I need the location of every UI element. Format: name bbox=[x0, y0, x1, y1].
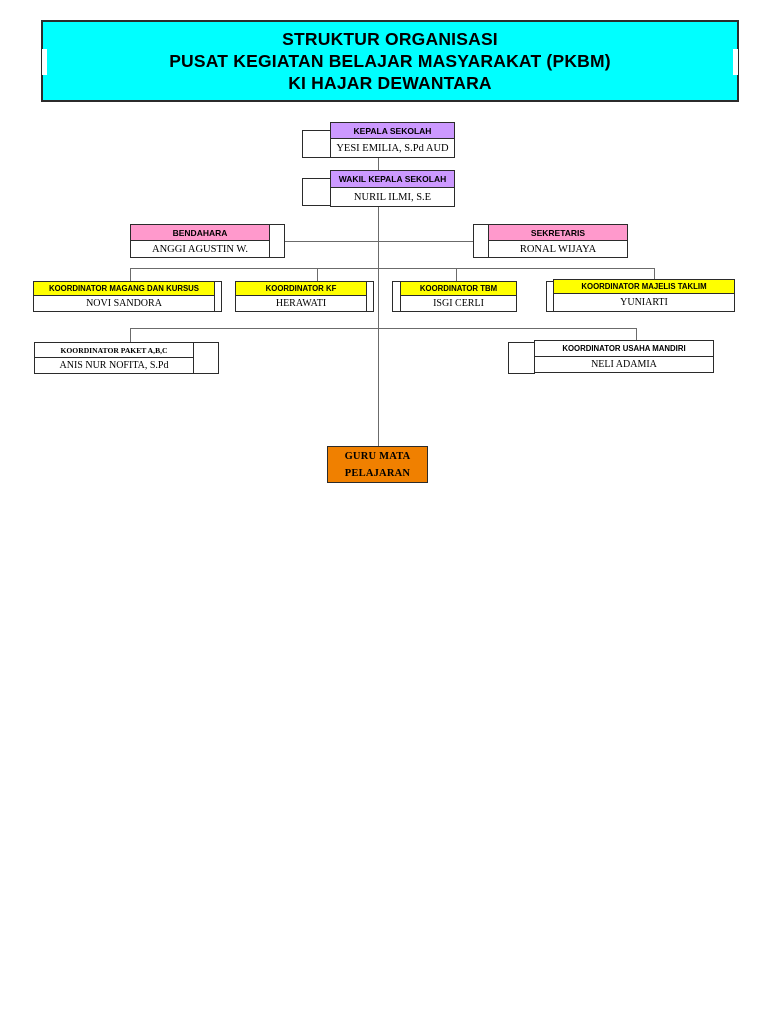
connector-coordinator-bus-2 bbox=[130, 328, 636, 329]
title-line-1: STRUKTUR ORGANISASI bbox=[282, 29, 498, 49]
stub-usaha-left bbox=[508, 342, 535, 374]
connector-drop-usaha bbox=[636, 328, 637, 342]
stub-paket-right bbox=[192, 342, 219, 374]
connector-drop-magang bbox=[130, 268, 131, 285]
banner-left-notch bbox=[42, 49, 47, 75]
node-bendahara-name: ANGGI AGUSTIN W. bbox=[152, 243, 248, 255]
node-koordinator-usaha-mandiri-title: KOORDINATOR USAHA MANDIRI bbox=[535, 341, 713, 357]
title-line-2: PUSAT KEGIATAN BELAJAR MASYARAKAT (PKBM) bbox=[169, 51, 611, 71]
node-koordinator-paket-abc-name: ANIS NUR NOFITA, S.Pd bbox=[59, 360, 169, 371]
node-koordinator-tbm[interactable]: KOORDINATOR TBM ISGI CERLI bbox=[400, 281, 517, 312]
node-koordinator-majelis-taklim[interactable]: KOORDINATOR MAJELIS TAKLIM YUNIARTI bbox=[553, 279, 735, 312]
node-wakil-kepala-sekolah[interactable]: WAKIL KEPALA SEKOLAH NURIL ILMI, S.E bbox=[330, 170, 455, 207]
connector-drop-majelis bbox=[654, 268, 655, 285]
node-koordinator-tbm-name: ISGI CERLI bbox=[433, 298, 484, 309]
banner-right-notch bbox=[733, 49, 738, 75]
connector-kepala-to-wakil bbox=[378, 158, 379, 176]
title-line-3: KI HAJAR DEWANTARA bbox=[288, 73, 492, 93]
node-bendahara[interactable]: BENDAHARA ANGGI AGUSTIN W. bbox=[130, 224, 270, 258]
stub-kepala-left bbox=[302, 130, 332, 158]
node-koordinator-magang[interactable]: KOORDINATOR MAGANG DAN KURSUS NOVI SANDO… bbox=[33, 281, 215, 312]
connector-spine-lower bbox=[378, 269, 379, 329]
node-koordinator-kf[interactable]: KOORDINATOR KF HERAWATI bbox=[235, 281, 367, 312]
node-koordinator-paket-abc-title: KOORDINATOR PAKET A,B,C bbox=[35, 343, 193, 358]
node-kepala-sekolah[interactable]: KEPALA SEKOLAH YESI EMILIA, S.Pd AUD bbox=[330, 122, 455, 158]
connector-drop-kf bbox=[317, 268, 318, 285]
connector-spine-to-guru bbox=[378, 329, 379, 447]
node-sekretaris[interactable]: SEKRETARIS RONAL WIJAYA bbox=[488, 224, 628, 258]
connector-coordinator-bus bbox=[130, 268, 654, 269]
node-guru-mata-pelajaran-line-2: PELAJARAN bbox=[344, 467, 411, 479]
node-sekretaris-title: SEKRETARIS bbox=[489, 225, 627, 241]
node-wakil-kepala-sekolah-name: NURIL ILMI, S.E bbox=[353, 191, 432, 203]
node-koordinator-paket-abc[interactable]: KOORDINATOR PAKET A,B,C ANIS NUR NOFITA,… bbox=[34, 342, 194, 374]
chart-title-banner: STRUKTUR ORGANISASI PUSAT KEGIATAN BELAJ… bbox=[41, 20, 739, 102]
node-koordinator-magang-name: NOVI SANDORA bbox=[86, 298, 162, 309]
node-koordinator-kf-title: KOORDINATOR KF bbox=[236, 282, 366, 296]
connector-officers-horizontal bbox=[284, 241, 474, 242]
node-kepala-sekolah-name: YESI EMILIA, S.Pd AUD bbox=[336, 142, 449, 154]
node-guru-mata-pelajaran[interactable]: GURU MATA PELAJARAN bbox=[327, 446, 428, 483]
stub-wakil-left bbox=[302, 178, 332, 206]
connector-drop-tbm bbox=[456, 268, 457, 285]
node-koordinator-tbm-title: KOORDINATOR TBM bbox=[401, 282, 516, 296]
node-guru-mata-pelajaran-line-1: GURU MATA bbox=[344, 450, 411, 462]
node-koordinator-usaha-mandiri[interactable]: KOORDINATOR USAHA MANDIRI NELI ADAMIA bbox=[534, 340, 714, 373]
node-koordinator-majelis-taklim-title: KOORDINATOR MAJELIS TAKLIM bbox=[554, 280, 734, 294]
node-wakil-kepala-sekolah-title: WAKIL KEPALA SEKOLAH bbox=[331, 171, 454, 188]
node-sekretaris-name: RONAL WIJAYA bbox=[519, 243, 597, 255]
node-kepala-sekolah-title: KEPALA SEKOLAH bbox=[331, 123, 454, 139]
connector-drop-paket bbox=[130, 328, 131, 342]
node-bendahara-title: BENDAHARA bbox=[131, 225, 269, 241]
node-koordinator-magang-title: KOORDINATOR MAGANG DAN KURSUS bbox=[34, 282, 214, 296]
connector-spine-main bbox=[378, 207, 379, 269]
node-koordinator-kf-name: HERAWATI bbox=[275, 298, 327, 309]
node-koordinator-usaha-mandiri-name: NELI ADAMIA bbox=[591, 359, 657, 370]
node-koordinator-majelis-taklim-name: YUNIARTI bbox=[620, 297, 668, 308]
